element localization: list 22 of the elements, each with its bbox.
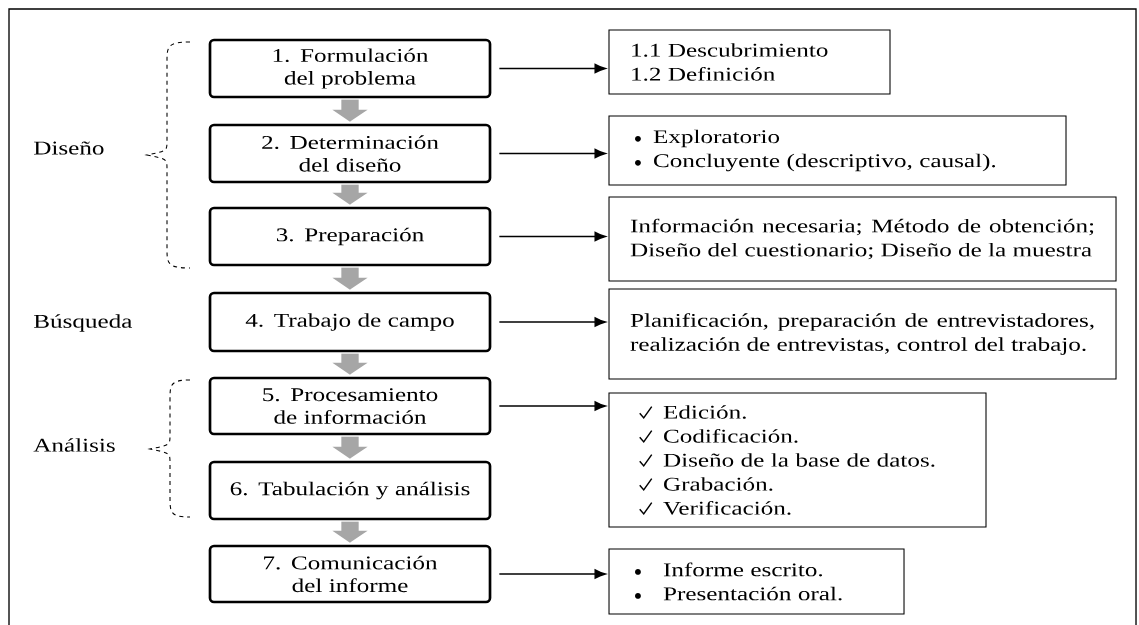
arrow (498, 231, 606, 242)
arrow (498, 63, 606, 74)
arrow (498, 569, 606, 579)
step-box: 2. Determinación del diseño (208, 123, 492, 184)
group-label: Diseño (34, 141, 104, 155)
step-box: 3. Preparación (208, 206, 492, 267)
step-box: 5. Procesamiento de información (208, 376, 492, 436)
text-box: Información necesaria; Método de obtención; Diseño del cuestionario; Diseño de la muestra (608, 196, 1117, 282)
arrow (498, 401, 606, 411)
text-box: Planificación, preparación de entrevistadores, realización de entrevistas, control del trabajo. (608, 288, 1117, 380)
step-box: 1. Formulación del problema (208, 38, 492, 99)
group-label: Búsqueda (34, 314, 133, 332)
group-label: Análisis (33, 438, 115, 452)
list-box: 1.1 Descubrimiento 1.2 Definición (608, 29, 891, 95)
list-box: Informe escrito. Presentación oral. (608, 548, 905, 615)
step-box: 4. Trabajo de campo (208, 291, 492, 353)
arrow (498, 148, 606, 159)
step-box: 7. Comunicación del informe (208, 544, 492, 604)
list-box: Edición. Codificación. Diseño de la base de datos. Grabación. Verificación. (608, 392, 987, 528)
arrow (498, 317, 606, 327)
list-box: Exploratorio Concluyente (descriptivo, causal). (608, 115, 1067, 186)
step-box: 6. Tabulación y análisis (208, 460, 492, 521)
